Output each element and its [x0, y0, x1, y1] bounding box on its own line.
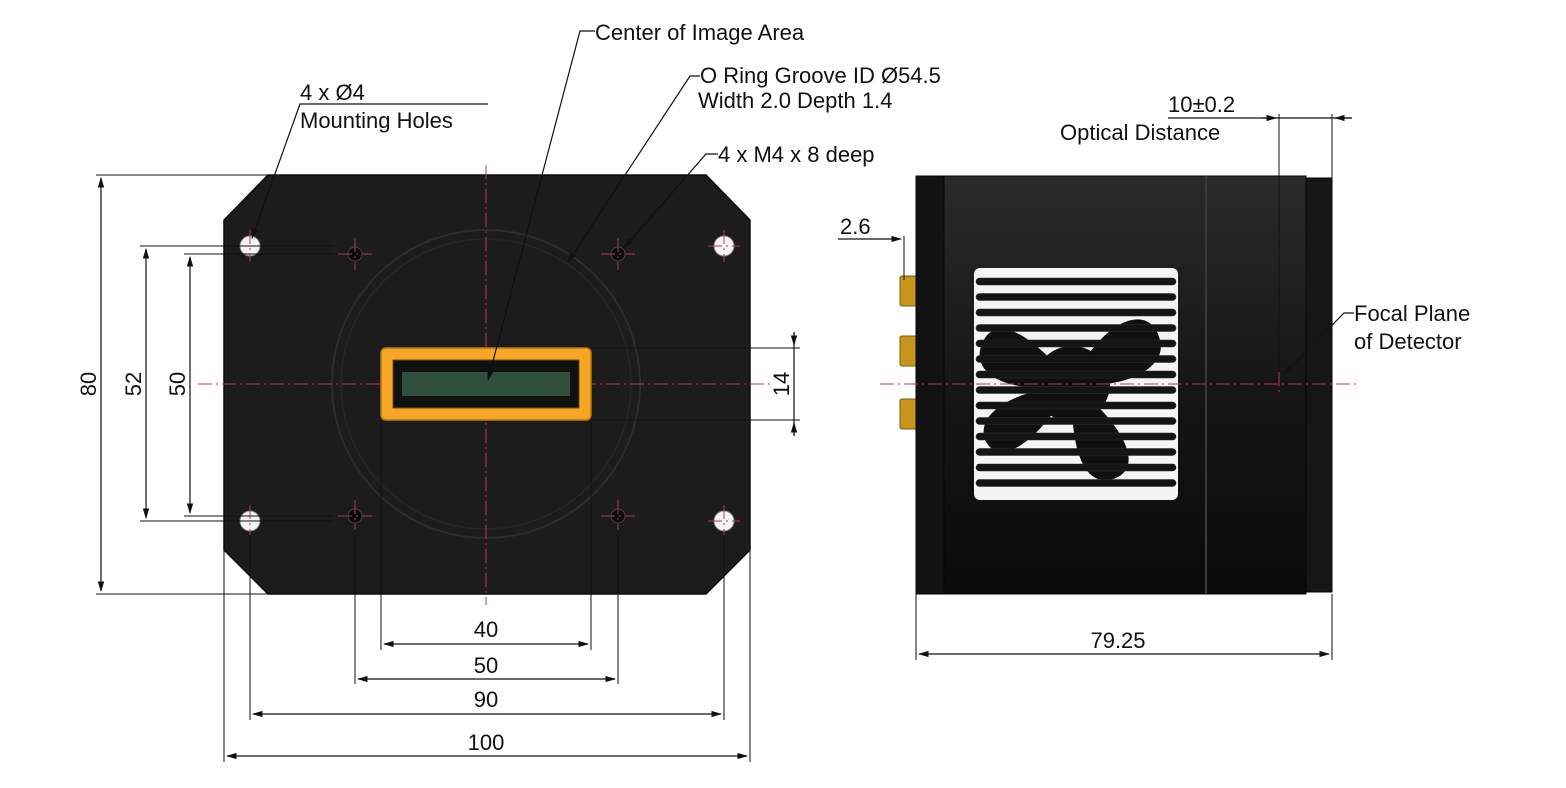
grille-bar: [975, 401, 1177, 410]
front-extension-lines: [96, 174, 800, 762]
side-connectors: [899, 275, 919, 430]
side-extension-lines: [903, 114, 1333, 660]
dim-height-50: 50: [165, 372, 190, 396]
callout-center-image-area: Center of Image Area: [595, 20, 805, 45]
dim-width-40: 40: [474, 617, 498, 642]
grille-bar: [975, 479, 1177, 487]
side-front-section: [1205, 175, 1307, 595]
grille-bar: [975, 463, 1177, 472]
dim-height-52: 52: [121, 372, 146, 396]
dim-height-80: 80: [76, 372, 101, 396]
grille-bar: [975, 308, 1177, 317]
grille-bar: [975, 370, 1177, 379]
callout-focal-plane-detector: of Detector: [1354, 329, 1462, 354]
grille-bar: [975, 417, 1177, 425]
callout-mount-holes-size: 4 x Ø4: [300, 80, 365, 105]
grille-bar: [975, 339, 1177, 348]
front-dimension-lines: [97, 176, 798, 760]
callout-optical-distance-label: Optical Distance: [1060, 120, 1220, 145]
connector: [899, 275, 919, 307]
side-dimension-lines: [838, 114, 1352, 658]
side-front-flange: [1305, 177, 1333, 593]
grille-bar: [975, 355, 1177, 363]
callout-optical-distance-value: 10±0.2: [1168, 92, 1235, 117]
side-back-plate: [915, 175, 947, 595]
m4-threaded-holes: [338, 238, 635, 532]
grille-bar: [975, 448, 1177, 456]
dim-width-50: 50: [474, 653, 498, 678]
grille-bars: [975, 277, 1177, 487]
grille-bar: [975, 324, 1177, 332]
grille-bar: [975, 386, 1177, 394]
callout-focal-plane: Focal Plane: [1354, 301, 1470, 326]
sensor-window: [402, 372, 570, 396]
side-view: 79.25 2.6 10±0.2 Optical Distance Focal …: [838, 92, 1470, 660]
grille-bar: [975, 277, 1177, 286]
grille-bar: [975, 293, 1177, 301]
front-leader-lines: [251, 30, 718, 382]
grille-bar: [975, 432, 1177, 441]
callout-m4-holes: 4 x M4 x 8 deep: [718, 142, 875, 167]
connector: [899, 398, 919, 430]
dim-width-100: 100: [468, 730, 505, 755]
dim-width-90: 90: [474, 687, 498, 712]
side-leader-lines: [1283, 312, 1354, 375]
dim-depth-79-25: 79.25: [1090, 628, 1145, 653]
fan-blade: [1072, 319, 1161, 386]
dim-flange-2-6: 2.6: [840, 214, 871, 239]
callout-o-ring-groove-id: O Ring Groove ID Ø54.5: [700, 63, 941, 88]
dim-sensor-14: 14: [769, 372, 794, 396]
callout-mount-holes-label: Mounting Holes: [300, 108, 453, 133]
callout-o-ring-groove-width: Width 2.0 Depth 1.4: [698, 88, 892, 113]
front-view: 80 52 50 14 40 50 90 100 4 x Ø4 Mounting…: [76, 20, 941, 762]
connector: [899, 335, 919, 367]
